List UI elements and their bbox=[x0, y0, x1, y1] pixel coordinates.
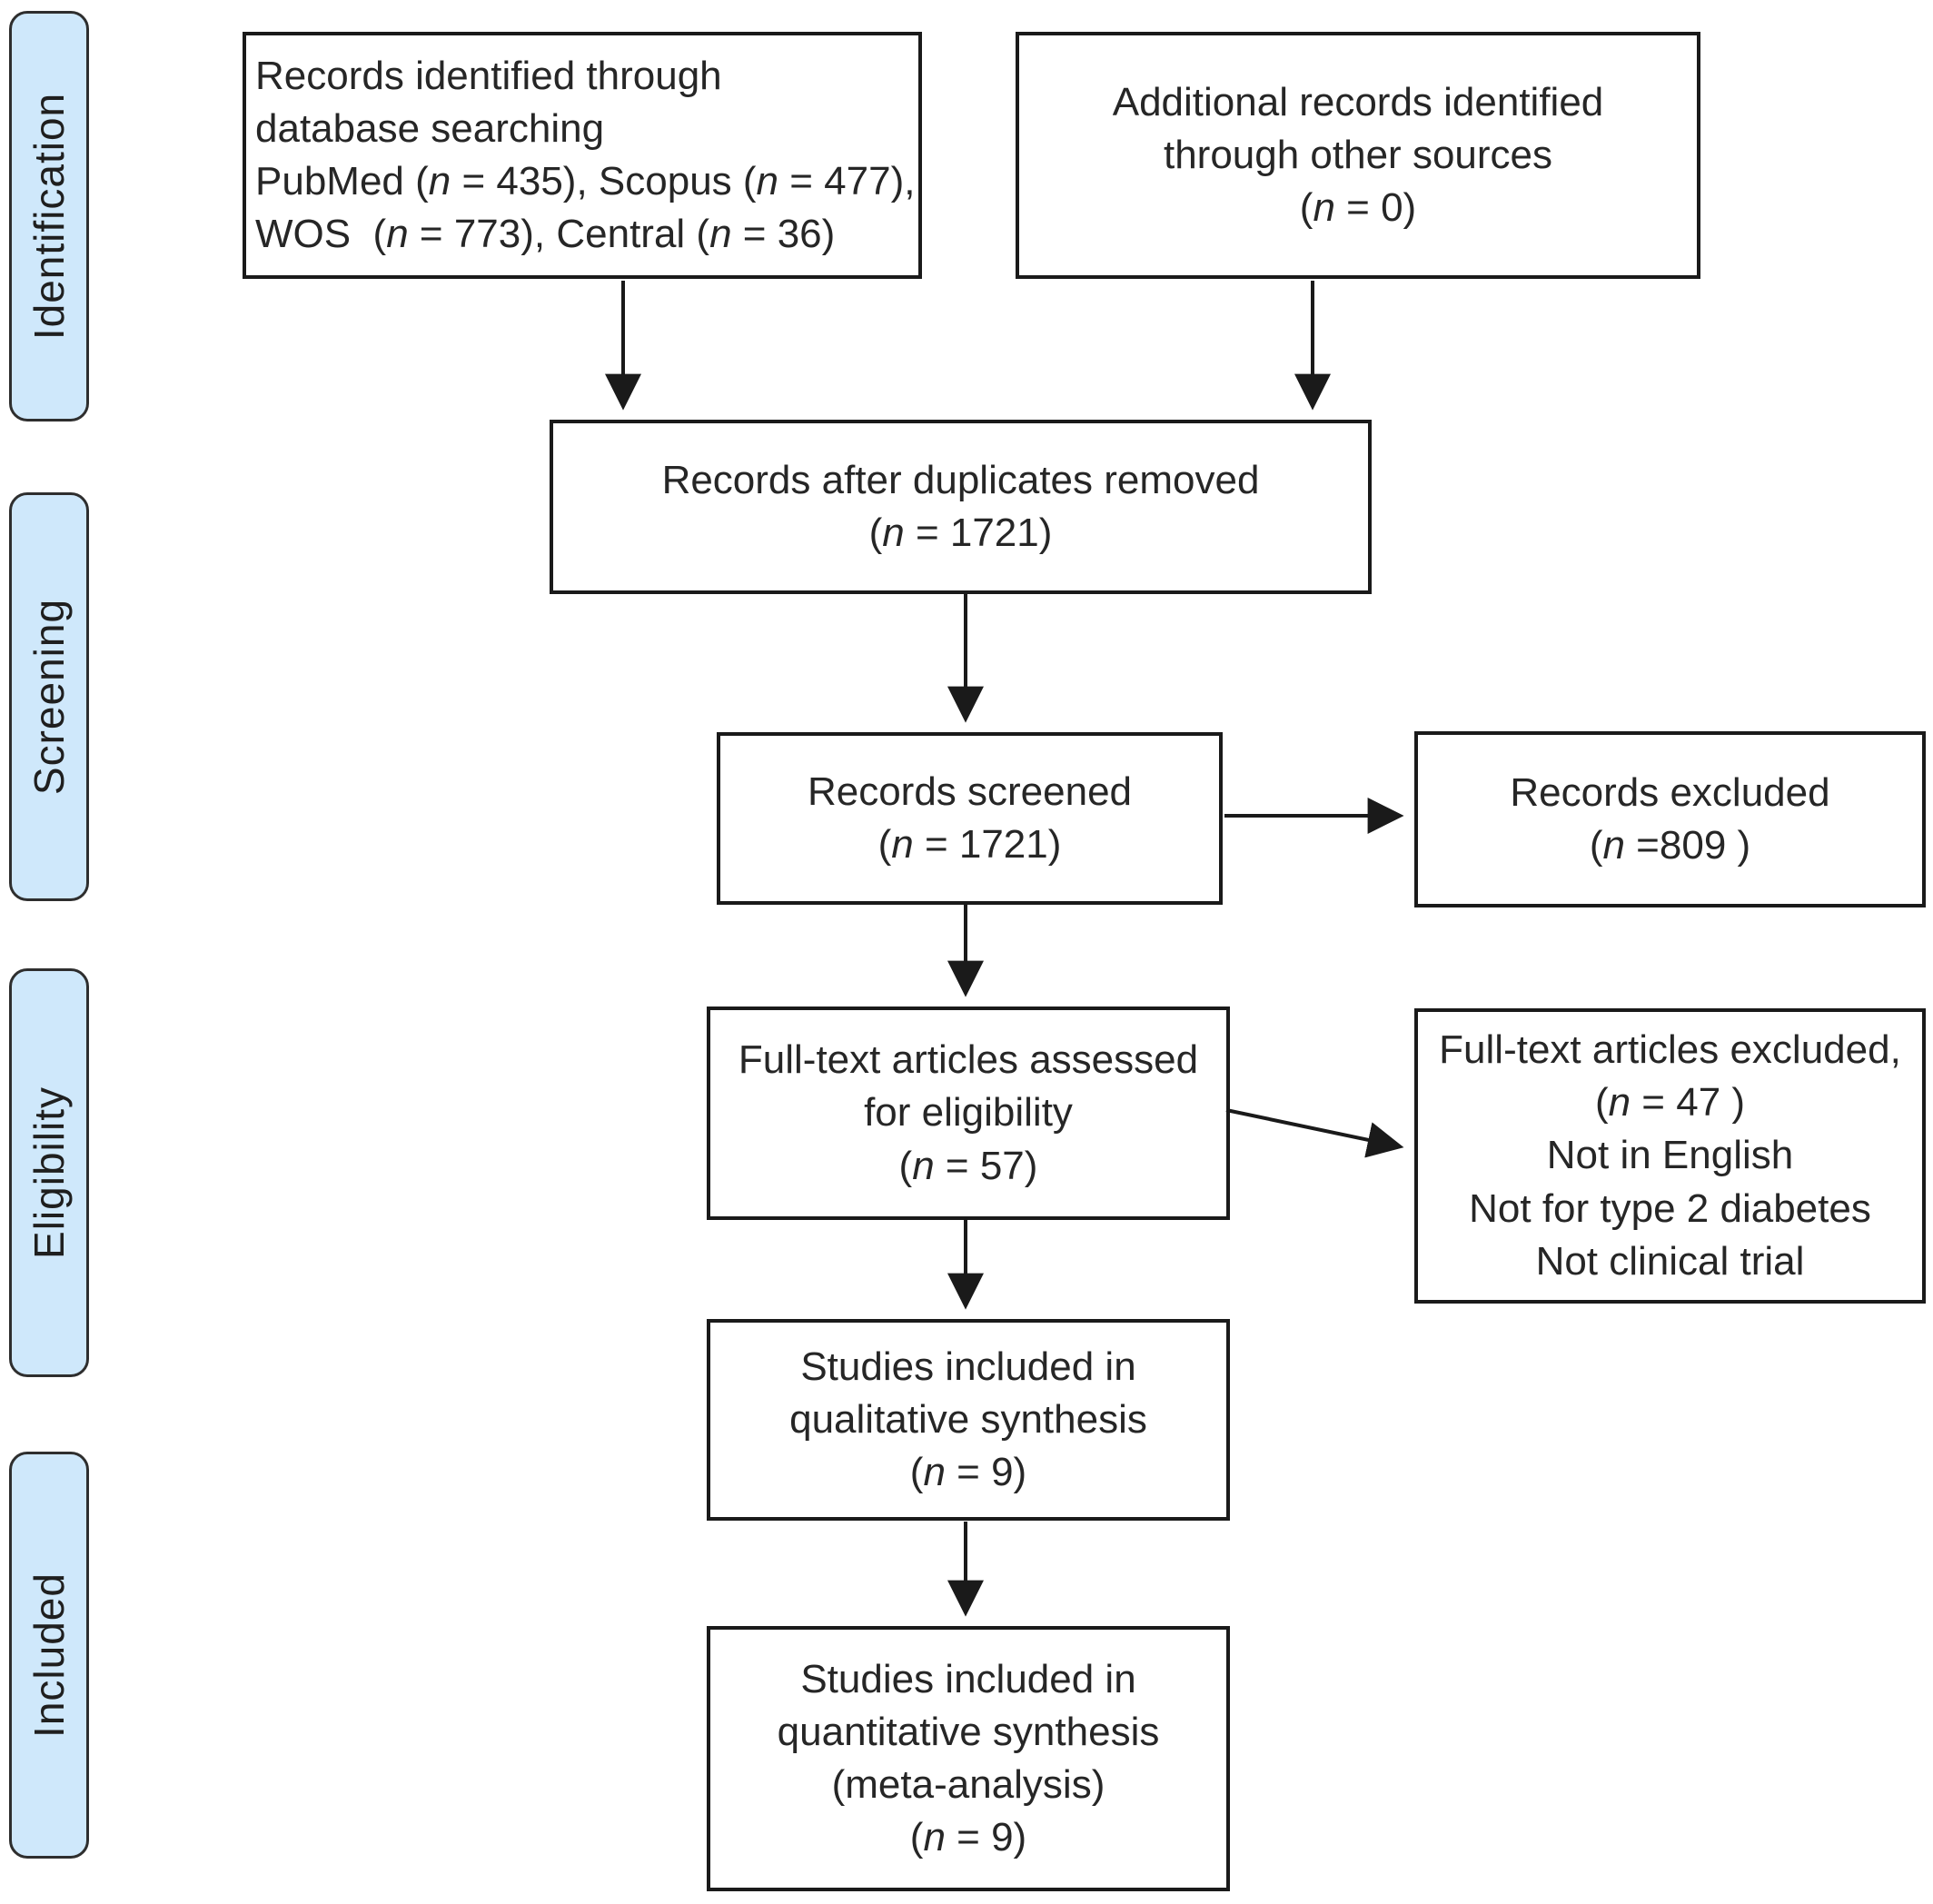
box-text-line: (meta-analysis) bbox=[831, 1762, 1105, 1807]
box-text-line: for eligibility bbox=[864, 1090, 1073, 1135]
box-text-line: Not clinical trial bbox=[1535, 1238, 1805, 1284]
box-text-line: (n =809 ) bbox=[1589, 823, 1751, 868]
box-text-line: (n = 47 ) bbox=[1594, 1080, 1746, 1126]
stage-screening-label: Screening bbox=[25, 598, 74, 796]
stage-identification: Identification bbox=[9, 11, 89, 421]
box-additional-records: Additional records identified through oth… bbox=[1016, 32, 1700, 279]
box-text-line: Full-text articles excluded, bbox=[1439, 1027, 1901, 1073]
stage-screening: Screening bbox=[9, 492, 89, 901]
box-quantitative-synthesis: Studies included in quantitative synthesi… bbox=[707, 1626, 1230, 1891]
stage-included: Included bbox=[9, 1452, 89, 1859]
box-text-line: Not in English bbox=[1546, 1133, 1794, 1178]
box-text-line: WOS (n = 773), Central (n = 36) bbox=[255, 212, 836, 257]
box-text-line: (n = 9) bbox=[909, 1450, 1027, 1495]
box-text-line: PubMed (n = 435), Scopus (n = 477), bbox=[255, 159, 916, 203]
stage-included-label: Included bbox=[25, 1572, 74, 1738]
box-text-line: Not for type 2 diabetes bbox=[1469, 1185, 1871, 1231]
box-records-excluded: Records excluded (n =809 ) bbox=[1414, 731, 1926, 907]
box-text-line: (n = 57) bbox=[898, 1143, 1038, 1188]
box-text-line: Additional records identified bbox=[1112, 79, 1604, 124]
stage-eligibility: Eligibility bbox=[9, 968, 89, 1377]
box-records-screened: Records screened (n = 1721) bbox=[717, 732, 1223, 905]
box-qualitative-synthesis: Studies included in qualitative synthesis… bbox=[707, 1319, 1230, 1521]
box-text-line: qualitative synthesis bbox=[789, 1396, 1147, 1442]
box-text-line: through other sources bbox=[1163, 132, 1553, 177]
box-text-line: Records after duplicates removed bbox=[661, 457, 1260, 502]
box-records-identified: Records identified through database searc… bbox=[243, 32, 922, 279]
stage-identification-label: Identification bbox=[25, 92, 73, 341]
box-text-line: Records excluded bbox=[1510, 769, 1830, 815]
box-text-line: Full-text articles assessed bbox=[738, 1037, 1199, 1083]
box-text-line: (n = 9) bbox=[909, 1815, 1027, 1860]
box-fulltext-assessed: Full-text articles assessed for eligibili… bbox=[707, 1007, 1230, 1220]
stage-eligibility-label: Eligibility bbox=[25, 1086, 74, 1259]
box-fulltext-excluded: Full-text articles excluded, (n = 47 ) Not… bbox=[1414, 1008, 1926, 1304]
box-text-line: database searching bbox=[255, 105, 605, 151]
box-text-line: Records screened bbox=[807, 769, 1133, 814]
box-text-line: (n = 1721) bbox=[877, 822, 1062, 867]
box-text-line: (n = 1721) bbox=[868, 511, 1053, 555]
box-text-line: Studies included in bbox=[800, 1344, 1136, 1389]
arrow-fulltext-to-fulltext-excluded bbox=[1225, 1108, 1404, 1158]
box-text-line: (n = 0) bbox=[1299, 185, 1417, 231]
box-text-line: Studies included in bbox=[800, 1656, 1136, 1701]
box-duplicates-removed: Records after duplicates removed (n = 172… bbox=[550, 420, 1372, 594]
box-text-line: quantitative synthesis bbox=[777, 1709, 1160, 1754]
box-text-line: Records identified through bbox=[255, 53, 722, 98]
